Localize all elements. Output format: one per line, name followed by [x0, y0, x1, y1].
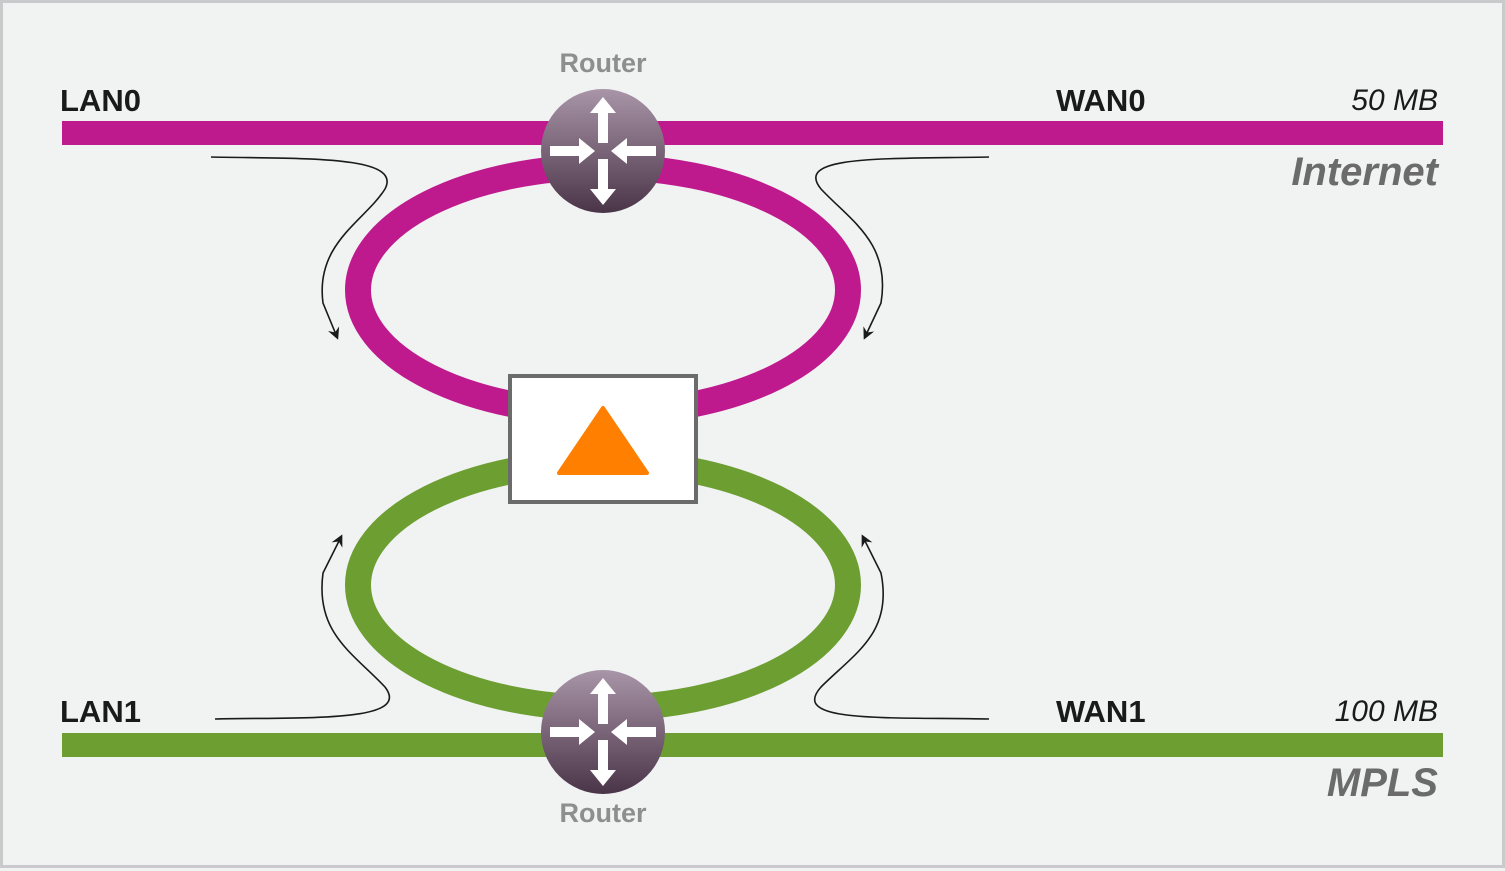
flow-arrow-upper-right: [815, 156, 990, 340]
lan0-label: LAN0: [60, 83, 141, 118]
device-box[interactable]: [508, 374, 698, 504]
flow-arrow-lower-left: [214, 534, 391, 720]
lan1-label: LAN1: [60, 694, 141, 729]
router-label-bottom: Router: [559, 798, 647, 828]
flow-arrow-upper-left: [210, 156, 388, 340]
router-label-top: Router: [559, 48, 647, 78]
internet-line: [62, 121, 1443, 145]
mpls-speed: 100 MB: [1334, 695, 1438, 728]
wan1-label: WAN1: [1056, 694, 1146, 729]
network-diagram: [62, 89, 1443, 794]
mpls-line: [62, 733, 1443, 757]
warning-triangle-icon: [557, 406, 649, 475]
internet-speed: 50 MB: [1351, 84, 1438, 117]
wan0-label: WAN0: [1056, 83, 1146, 118]
internet-network-label: Internet: [1291, 150, 1438, 194]
flow-arrow-lower-right: [813, 534, 990, 720]
mpls-network-label: MPLS: [1326, 761, 1438, 805]
router-icon[interactable]: [541, 670, 665, 794]
router-icon[interactable]: [541, 89, 665, 213]
